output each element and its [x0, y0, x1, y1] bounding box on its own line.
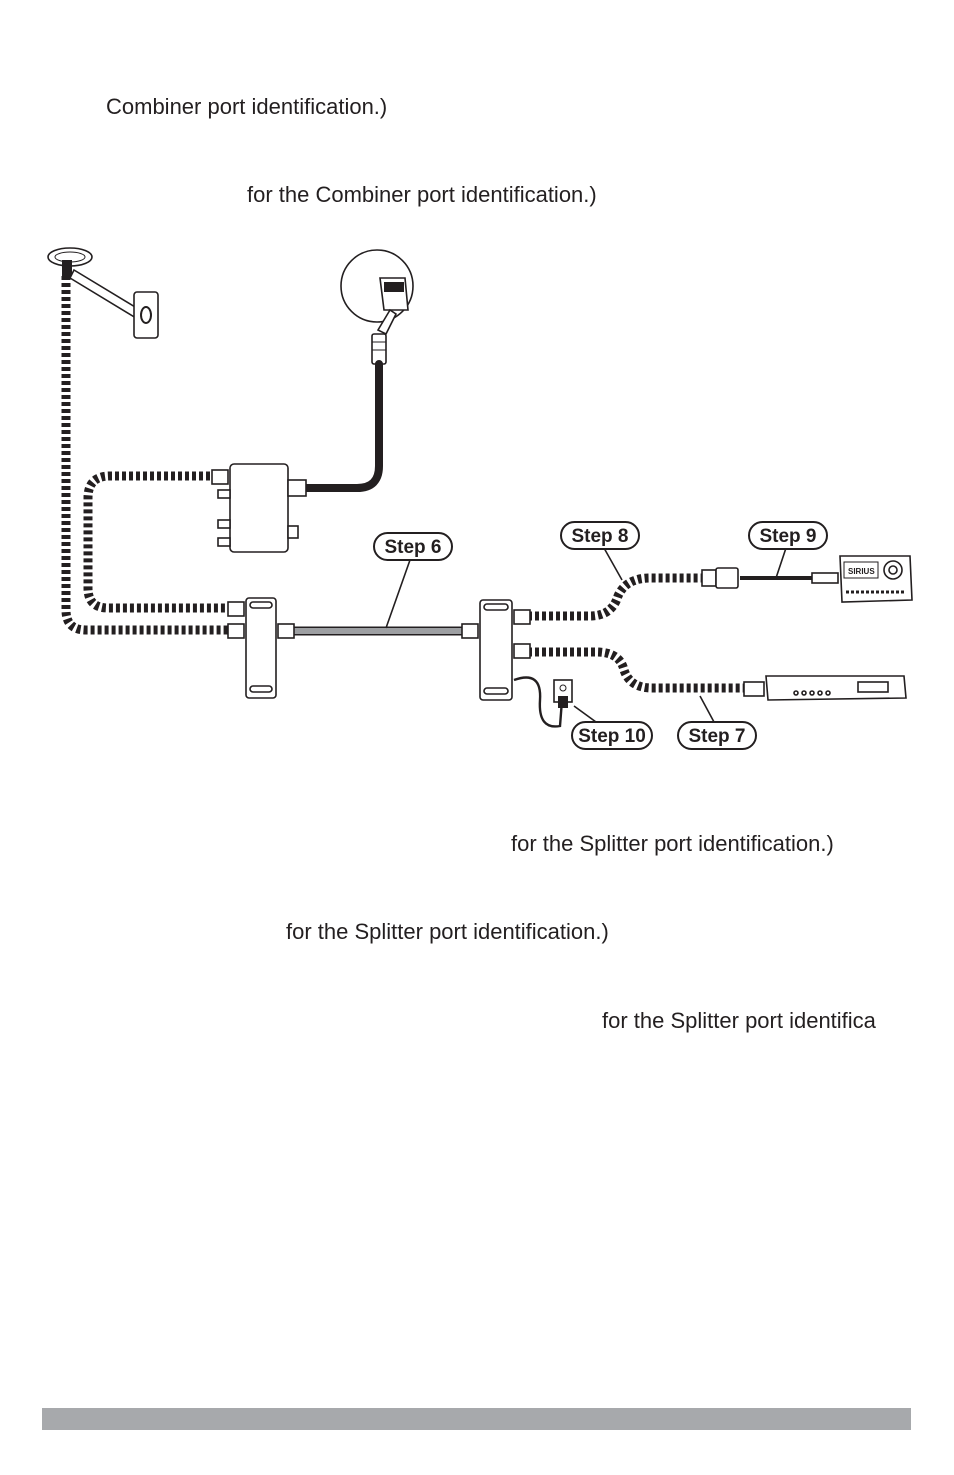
step6-callout: Step 6 — [373, 532, 453, 561]
step10-callout: Step 10 — [571, 721, 653, 750]
instruction-text-line-3: for the Splitter port identification.) — [511, 831, 834, 856]
installation-diagram: SIRIUS Step 6 Step 8 Step 9 Step 10 S — [47, 247, 913, 750]
step7-callout: Step 7 — [677, 721, 757, 750]
step8-label: Step 8 — [571, 526, 628, 547]
instruction-text-line-2: for the Combiner port identification.) — [247, 182, 597, 207]
footer-bar — [42, 1408, 911, 1430]
sirius-antenna — [47, 247, 93, 276]
step6-label: Step 6 — [384, 537, 441, 558]
combiner-output-cable — [83, 471, 228, 613]
step8-callout: Step 8 — [560, 521, 640, 550]
step9-label: Step 9 — [759, 526, 816, 547]
antenna-mount-bracket — [68, 268, 159, 339]
splitter-right — [461, 599, 531, 701]
receiver-logo: SIRIUS — [848, 567, 875, 576]
tv-receiver-box — [743, 675, 907, 701]
step9-callout: Step 9 — [748, 521, 828, 550]
instruction-text-line-5: for the Splitter port identifica — [602, 1008, 876, 1033]
step7-leader — [699, 695, 715, 723]
step9-leader — [775, 547, 787, 579]
step8-cable — [528, 573, 702, 621]
splitter-left — [227, 597, 295, 699]
instruction-text-line-1: Combiner port identification.) — [106, 94, 388, 119]
sirius-receiver: SIRIUS — [839, 555, 913, 603]
satellite-dish — [340, 249, 414, 365]
step8-leader — [603, 547, 623, 581]
step6-leader — [385, 559, 411, 629]
step10-label: Step 10 — [578, 726, 646, 747]
antenna-cable — [61, 276, 228, 635]
power-outlet — [553, 679, 573, 708]
instruction-text-line-4: for the Splitter port identification.) — [286, 919, 609, 944]
step10-leader — [573, 705, 597, 723]
power-cord — [513, 676, 564, 728]
step7-label: Step 7 — [688, 726, 745, 747]
combiner — [211, 463, 307, 553]
coax-adapter — [701, 567, 839, 589]
dish-cable — [302, 360, 383, 492]
